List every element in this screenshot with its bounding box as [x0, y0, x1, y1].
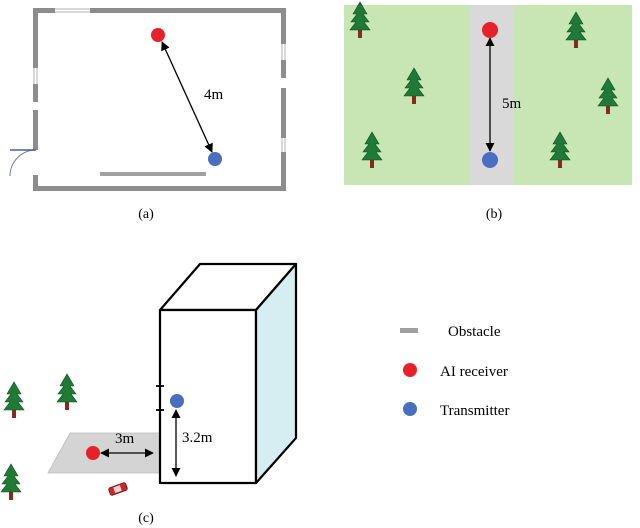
tree-icon: [56, 373, 78, 411]
caption-a: (a): [138, 207, 154, 222]
distance-label-horizontal: 3m: [115, 431, 135, 447]
transmitter-dot: [170, 394, 184, 408]
transmitter-dot: [482, 152, 498, 168]
distance-label-b: 5m: [502, 96, 522, 112]
window-icon: [156, 385, 164, 411]
tree-icon: [3, 381, 25, 419]
caption-c: (c): [138, 511, 154, 526]
tree-icon: [0, 463, 22, 501]
room-walls: [33, 8, 286, 191]
transmitter-dot: [208, 152, 222, 166]
legend-receiver-label: AI receiver: [440, 364, 508, 380]
obstacle-bar: [100, 172, 206, 176]
legend-receiver-swatch: [403, 363, 417, 377]
door-icon: [9, 149, 37, 177]
car-icon: [108, 482, 128, 496]
window-icon: [33, 8, 286, 152]
receiver-dot: [86, 446, 100, 460]
panel-b: 5m (b): [344, 1, 632, 222]
panel-c: 3m 3.2m (c): [0, 262, 298, 526]
legend-transmitter-label: Transmitter: [440, 403, 509, 419]
building-side: [254, 262, 298, 485]
legend-transmitter-swatch: [403, 402, 417, 416]
building: [158, 262, 298, 485]
caption-b: (b): [486, 207, 503, 222]
distance-label-vertical: 3.2m: [182, 430, 213, 446]
legend-obstacle-swatch: [400, 328, 418, 333]
panel-a: 4m (a): [9, 8, 286, 222]
distance-label-a: 4m: [204, 87, 224, 103]
receiver-dot: [151, 28, 165, 42]
legend-obstacle-label: Obstacle: [448, 324, 501, 340]
legend: Obstacle AI receiver Transmitter: [400, 324, 509, 419]
distance-arrow-a: [161, 41, 213, 153]
receiver-dot: [482, 22, 498, 38]
